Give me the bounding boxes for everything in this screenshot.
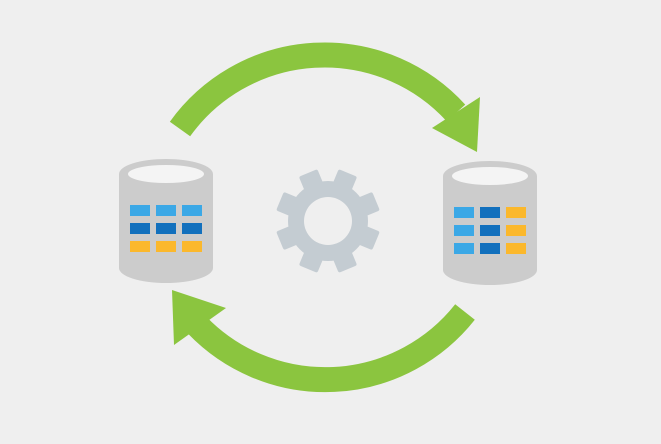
grid-cell [480,243,500,254]
top-sync-arrow-icon [169,42,480,152]
grid-cell [506,207,526,218]
grid-cell [182,205,202,216]
left-database-icon [119,159,213,283]
grid-cell [506,243,526,254]
top-arrow-shaft [169,42,466,137]
grid-cell [480,207,500,218]
grid-cell [182,241,202,252]
grid-cell [506,225,526,236]
grid-cell [480,225,500,236]
grid-cell [182,223,202,234]
grid-cell [454,243,474,254]
grid-cell [454,207,474,218]
grid-cell [156,205,176,216]
bottom-arrow-shaft [187,304,475,393]
grid-cell [156,223,176,234]
bottom-arrow-head [172,290,226,345]
grid-cell [130,205,150,216]
gear-hole [304,197,352,245]
grid-cell [130,241,150,252]
right-database-icon [443,161,537,285]
bottom-sync-arrow-icon [172,290,475,393]
top-arrow-head [432,97,480,152]
grid-cell [156,241,176,252]
gear-icon [276,169,380,273]
grid-cell [130,223,150,234]
left-database-grid [130,205,202,252]
right-database-grid [454,207,526,254]
left-database-rim [128,165,204,183]
grid-cell [454,225,474,236]
right-database-rim [452,167,528,185]
